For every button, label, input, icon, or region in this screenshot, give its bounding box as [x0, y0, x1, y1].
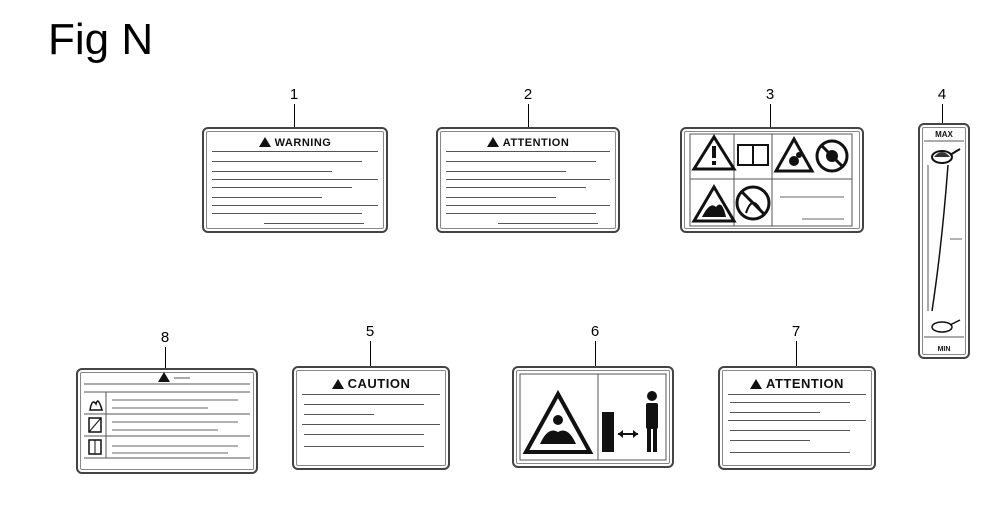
- flame-icon: [89, 400, 103, 411]
- callout-4: 4: [937, 86, 947, 103]
- warning-triangle-icon: [331, 379, 344, 389]
- warning-triangle-icon: [258, 137, 271, 147]
- text-line: [304, 446, 424, 447]
- warning-header: WARNING: [212, 135, 378, 152]
- safe-distance-label: [512, 366, 674, 468]
- hot-surface-triangle-icon: [691, 184, 737, 223]
- leader-line-1: [294, 104, 295, 128]
- warning-triangle-icon: [486, 137, 499, 147]
- oil-can-low-icon: [931, 319, 961, 333]
- text-line: [212, 161, 362, 162]
- callout-1: 1: [289, 86, 299, 103]
- text-line: [446, 187, 586, 188]
- leader-line-2: [528, 104, 529, 128]
- hazard-triangle-icon: [773, 135, 815, 173]
- machine-block-icon: [602, 412, 614, 452]
- distance-arrow-icon: [618, 430, 638, 438]
- divider: [446, 179, 610, 180]
- text-line: [498, 223, 598, 224]
- text-line: [212, 213, 362, 214]
- oil-level-label: MAX MIN: [918, 123, 970, 359]
- leader-line-8: [165, 347, 166, 369]
- text-line: [212, 197, 322, 198]
- text-line: [304, 404, 424, 405]
- instruction-label: [76, 368, 258, 474]
- text-line: [446, 213, 596, 214]
- divider: [728, 420, 866, 421]
- level-curve: [931, 164, 949, 312]
- divider: [302, 424, 440, 425]
- callout-2: 2: [523, 86, 533, 103]
- text-line: [446, 197, 556, 198]
- fuel-icon: [88, 417, 102, 433]
- pictogram-grid: [689, 133, 853, 227]
- text-line: [264, 223, 364, 224]
- warning-triangle-icon: [750, 379, 763, 389]
- callout-8: 8: [160, 329, 170, 346]
- divider: [212, 205, 378, 206]
- warning-label: WARNING: [202, 127, 388, 233]
- text-line: [446, 161, 596, 162]
- text-line: [212, 187, 352, 188]
- caution-header: CAUTION: [302, 374, 440, 395]
- text-line: [730, 412, 820, 413]
- attention-header-text: ATTENTION: [502, 137, 570, 149]
- safe-distance-graphic: [519, 373, 667, 461]
- small-warning-triangle-icon: [158, 372, 170, 382]
- leader-line-5: [370, 341, 371, 367]
- pictogram-safety-label: [680, 127, 864, 233]
- max-level-text: MAX: [935, 130, 953, 139]
- oil-can-full-icon: [931, 148, 961, 164]
- read-manual-icon: [737, 144, 769, 166]
- attention-header: ATTENTION: [728, 374, 866, 395]
- text-line: [730, 430, 850, 431]
- person-icon: [646, 391, 658, 452]
- leader-line-7: [796, 341, 797, 367]
- callout-5: 5: [365, 323, 375, 340]
- text-line: [446, 171, 566, 172]
- figure-title: Fig N: [48, 15, 154, 64]
- no-open-flame-icon: [735, 185, 771, 221]
- text-line: [212, 171, 332, 172]
- callout-6: 6: [590, 323, 600, 340]
- text-line: [304, 434, 424, 435]
- leader-line-3: [770, 104, 771, 128]
- attention-header: ATTENTION: [446, 135, 610, 152]
- attention-header-text: ATTENTION: [766, 376, 844, 391]
- text-line: [730, 402, 850, 403]
- text-line: [730, 440, 810, 441]
- callout-3: 3: [765, 86, 775, 103]
- divider: [446, 205, 610, 206]
- text-line: [304, 414, 374, 415]
- caution-label: CAUTION: [292, 366, 450, 470]
- cutting-hazard-triangle-icon: [522, 389, 594, 454]
- prohibition-icon: [815, 139, 849, 173]
- divider: [212, 179, 378, 180]
- caution-header-text: CAUTION: [347, 376, 411, 391]
- leader-line-6: [595, 341, 596, 367]
- attention-label-top: ATTENTION: [436, 127, 620, 233]
- leader-line-4: [942, 104, 943, 124]
- min-level-text: MIN: [937, 346, 951, 353]
- attention-label-bottom: ATTENTION: [718, 366, 876, 470]
- manual-icon: [88, 439, 102, 455]
- instruction-grid: [84, 372, 250, 459]
- callout-7: 7: [791, 323, 801, 340]
- warning-header-text: WARNING: [274, 137, 332, 149]
- oil-level-graphic: [924, 140, 964, 338]
- text-line: [730, 452, 850, 453]
- warning-triangle-icon: [691, 134, 737, 171]
